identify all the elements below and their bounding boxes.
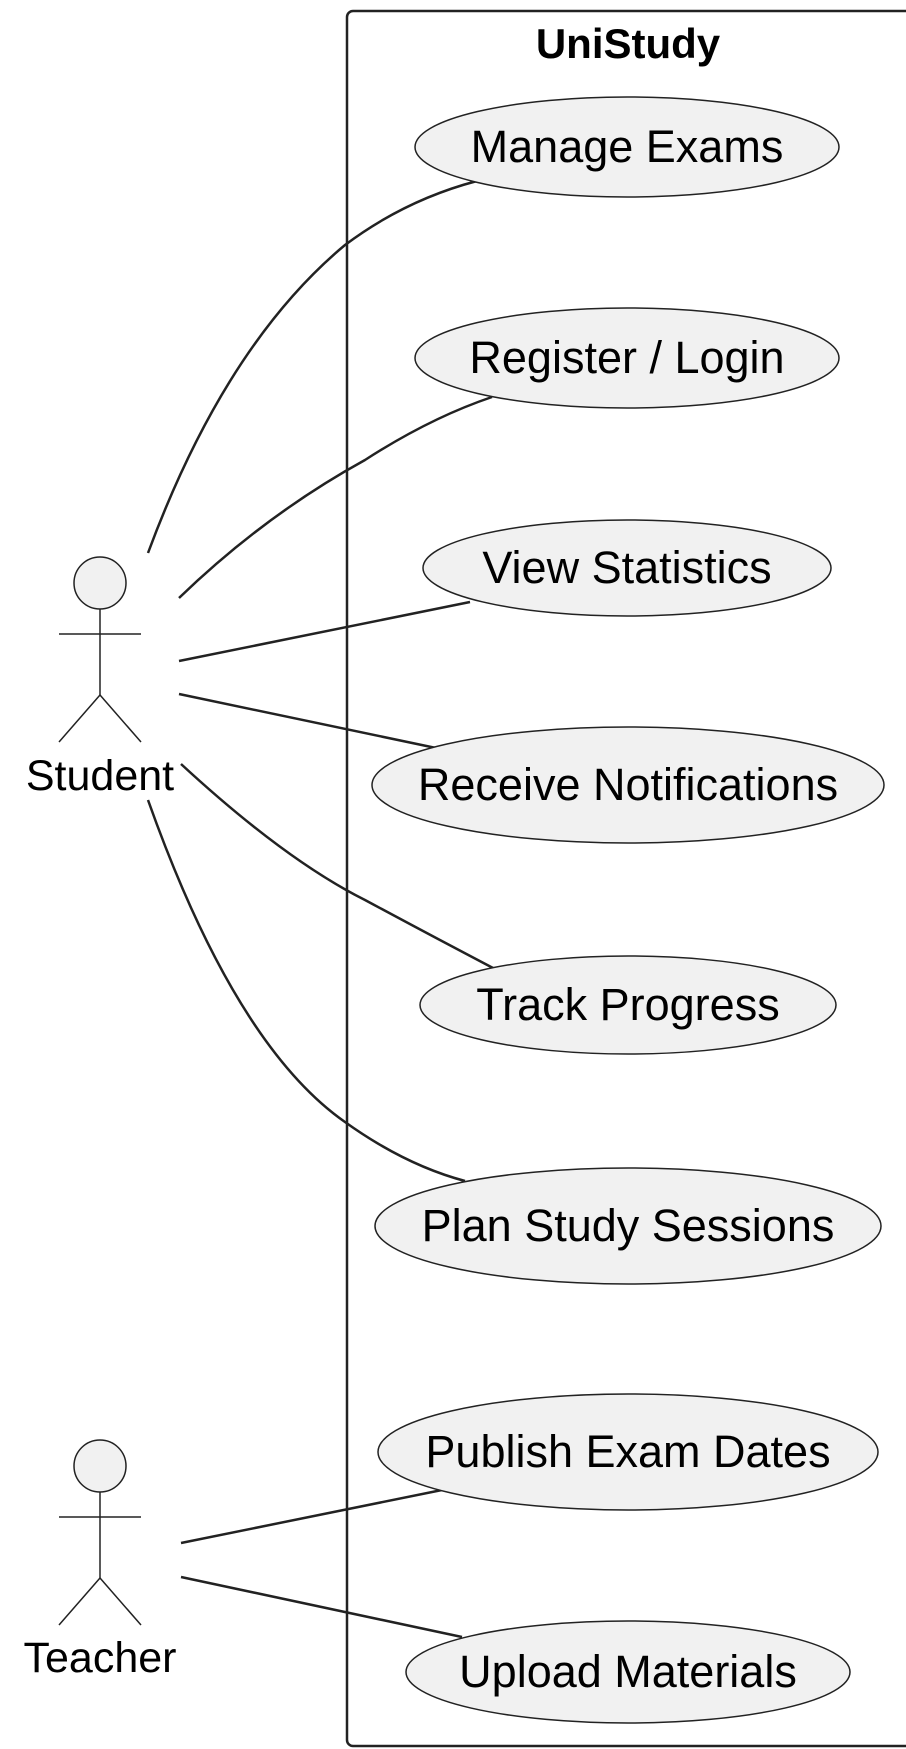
- student-right-leg: [99, 694, 142, 743]
- actor-teacher: Teacher: [24, 1439, 177, 1682]
- actor-student: Student: [26, 556, 174, 800]
- association-student-track-progress: [180, 763, 494, 970]
- associations-teacher: [180, 1488, 463, 1639]
- teacher-label: Teacher: [24, 1634, 177, 1682]
- use-case-track-progress-label: Track Progress: [476, 979, 779, 1030]
- association-student-receive-notifications: [178, 692, 437, 750]
- use-case-view-statistics: View Statistics: [422, 519, 832, 617]
- system-boundary: UniStudy: [345, 9, 906, 1748]
- use-case-upload-materials-ellipse: [405, 1620, 851, 1724]
- associations-student: [146, 179, 494, 1183]
- use-case-receive-notifications-label: Receive Notifications: [418, 759, 838, 810]
- use-case-manage-exams-label: Manage Exams: [471, 121, 784, 172]
- use-case-view-statistics-label: View Statistics: [482, 542, 771, 593]
- use-case-register-login-label: Register / Login: [469, 332, 784, 383]
- use-case-publish-exam-dates-ellipse: [377, 1393, 879, 1511]
- use-case-upload-materials-label: Upload Materials: [459, 1646, 797, 1697]
- use-case-plan-study-sessions-label: Plan Study Sessions: [422, 1200, 835, 1251]
- association-student-plan-study-sessions: [146, 799, 466, 1183]
- use-case-plan-study-sessions: Plan Study Sessions: [374, 1167, 882, 1285]
- student-label: Student: [26, 752, 174, 800]
- association-student-register-login: [178, 395, 493, 599]
- use-case-manage-exams: Manage Exams: [414, 96, 840, 198]
- use-case-track-progress: Track Progress: [419, 955, 837, 1055]
- use-case-publish-exam-dates: Publish Exam Dates: [377, 1393, 879, 1511]
- teacher-right-leg: [99, 1577, 142, 1626]
- use-case-register-login: Register / Login: [414, 307, 840, 409]
- student-head-icon: [73, 556, 127, 610]
- association-student-view-statistics: [178, 600, 471, 663]
- use-case-plan-study-sessions-ellipse: [374, 1167, 882, 1285]
- student-left-leg: [58, 694, 101, 743]
- use-case-receive-notifications: Receive Notifications: [371, 726, 885, 844]
- use-case-receive-notifications-ellipse: [371, 726, 885, 844]
- system-title: UniStudy: [536, 20, 721, 67]
- association-student-manage-exams: [146, 179, 478, 554]
- use-case-view-statistics-ellipse: [422, 519, 832, 617]
- teacher-head-icon: [73, 1439, 127, 1493]
- association-teacher-publish-exam-dates: [180, 1488, 443, 1545]
- use-case-track-progress-ellipse: [419, 955, 837, 1055]
- system-boundary-box: [345, 9, 906, 1748]
- use-case-upload-materials: Upload Materials: [405, 1620, 851, 1724]
- use-case-manage-exams-ellipse: [414, 96, 840, 198]
- teacher-left-leg: [58, 1577, 101, 1626]
- association-teacher-upload-materials: [180, 1575, 463, 1639]
- use-case-publish-exam-dates-label: Publish Exam Dates: [425, 1426, 830, 1477]
- use-case-register-login-ellipse: [414, 307, 840, 409]
